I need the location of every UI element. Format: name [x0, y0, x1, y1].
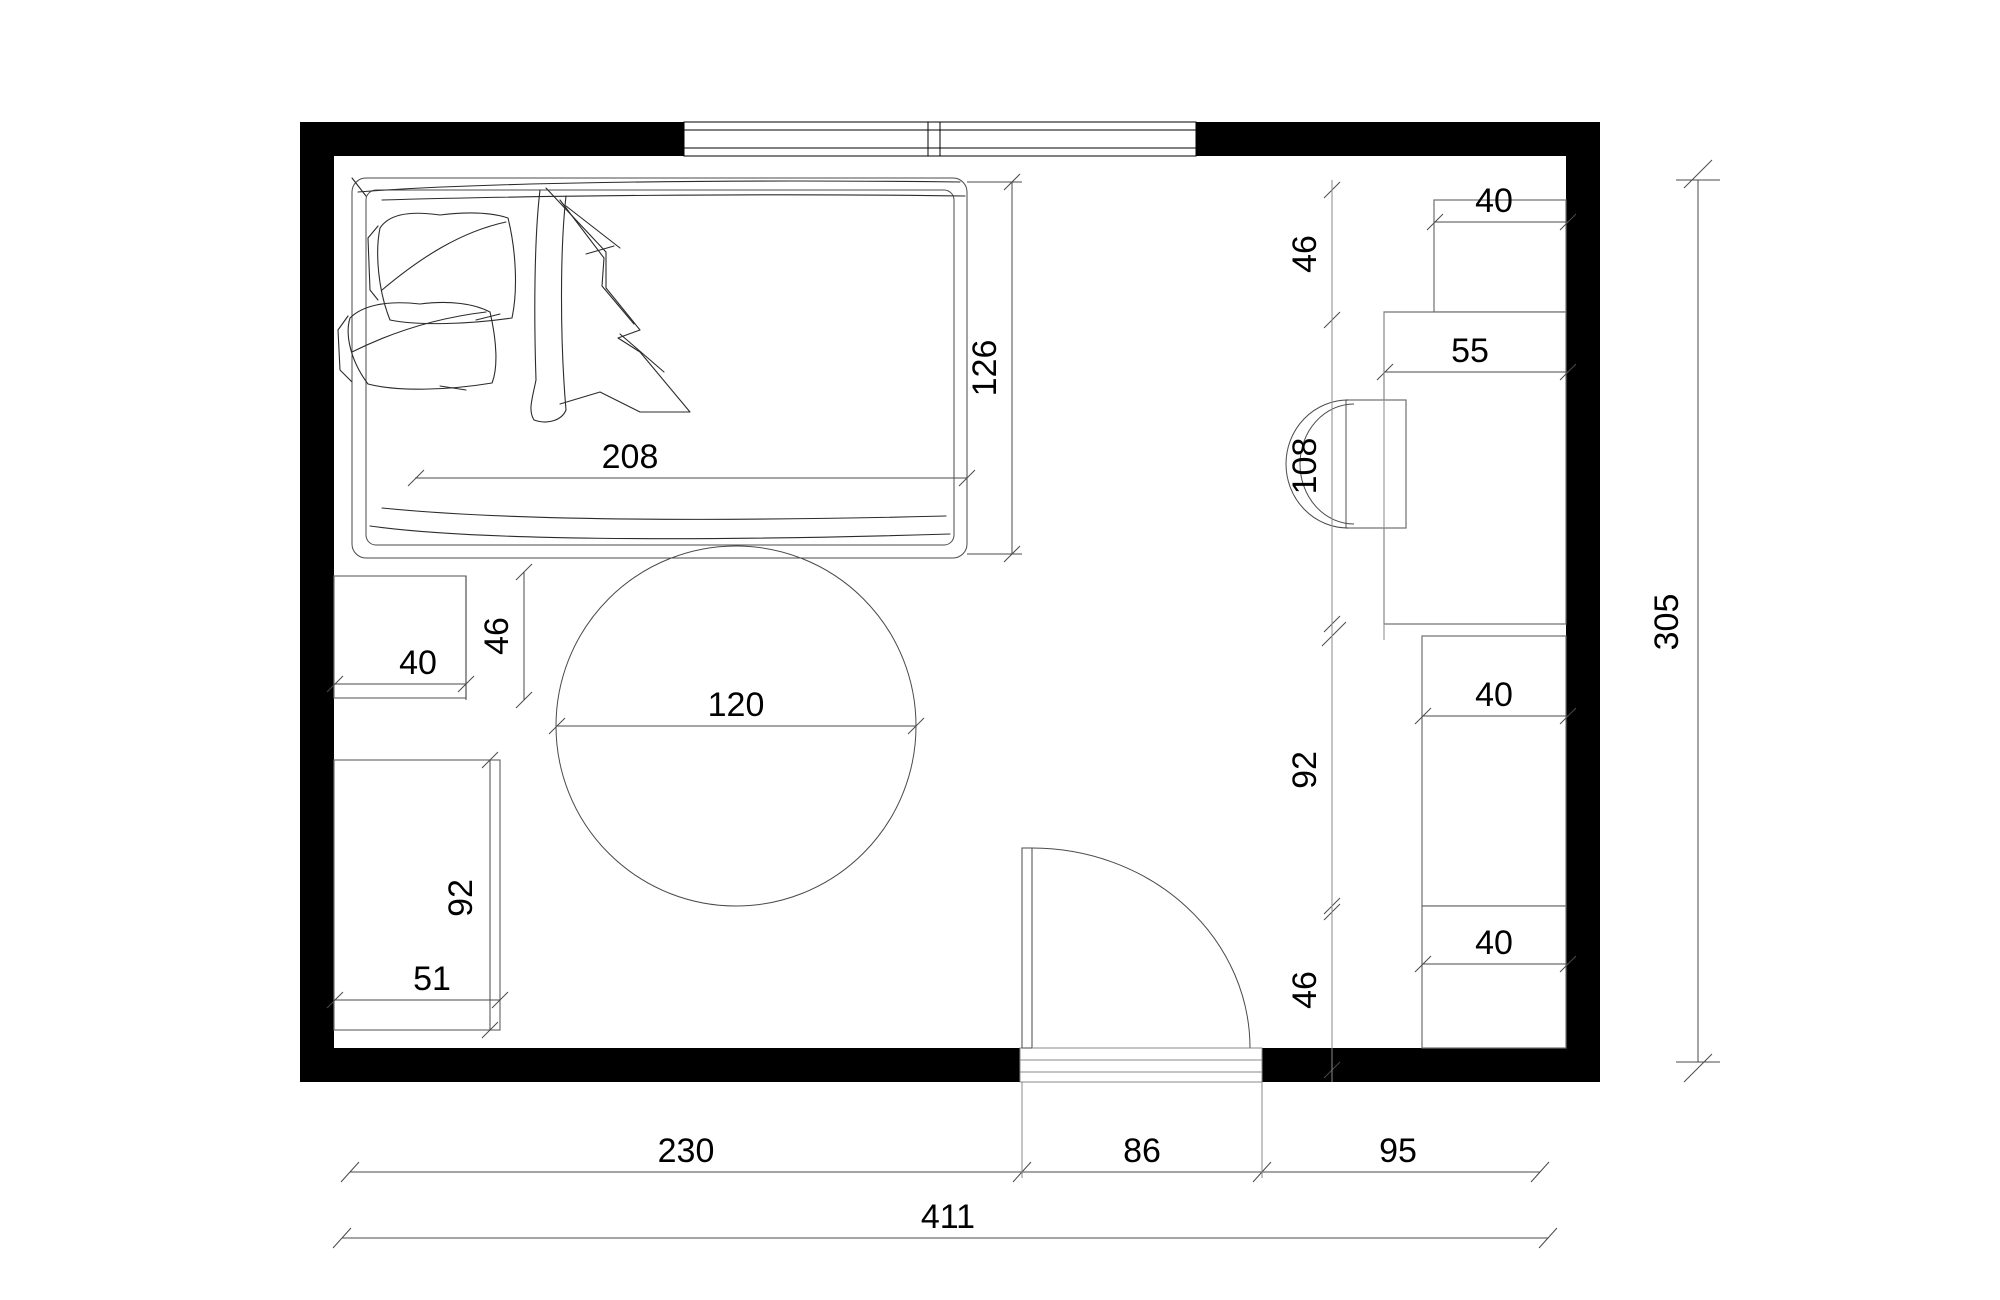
bed-duvet-sketch-2 — [381, 194, 966, 201]
wall-bottom-left — [300, 1048, 1020, 1082]
desk — [1383, 311, 1567, 625]
chair-back-arc — [1285, 399, 1349, 529]
pillow-lower-hem-2 — [439, 385, 467, 391]
dimension-desk-55: 55 — [1376, 332, 1577, 381]
pillow-upper-tail — [367, 225, 379, 301]
wall-top-right — [1196, 122, 1600, 156]
dimension-bed-depth: 126 — [966, 173, 1022, 563]
pillow-lower — [347, 301, 497, 390]
right-top-cabinet — [1433, 199, 1567, 313]
right-furniture-group — [1285, 199, 1567, 1049]
dim-label-230: 230 — [658, 1132, 715, 1170]
pillow-upper — [377, 212, 517, 325]
blanket-tick-2 — [585, 245, 615, 255]
dimension-left-51: 51 — [326, 960, 509, 1009]
left-lower-cabinet — [333, 759, 501, 1031]
dimension-right-40-top: 40 — [1426, 182, 1577, 231]
dim-label-95: 95 — [1379, 1132, 1417, 1170]
dim-label-86: 86 — [1123, 1132, 1161, 1170]
blanket-bottom-edge — [369, 525, 951, 540]
dim-label-108: 108 — [1286, 438, 1324, 495]
blanket-fold-left — [530, 189, 567, 423]
chair-seat — [1345, 399, 1407, 529]
dim-label-46-right-top: 46 — [1286, 235, 1324, 273]
walls-group — [300, 122, 1600, 1082]
bed — [337, 177, 968, 559]
dimension-right-40-mid: 40 — [1414, 676, 1577, 725]
wall-left — [300, 122, 334, 1082]
dim-label-51: 51 — [413, 960, 451, 998]
wall-top-left — [300, 122, 684, 156]
left-upper-cabinet — [333, 575, 467, 699]
witness-lines-group — [1331, 180, 1385, 1082]
door — [1019, 847, 1263, 1083]
dim-label-40-right-mid: 40 — [1475, 676, 1513, 714]
pillow-upper-edge — [351, 177, 367, 197]
window — [683, 121, 1197, 157]
dim-label-120: 120 — [708, 686, 765, 724]
blanket-fold-right — [545, 187, 691, 413]
pillow-lower-hem — [475, 313, 501, 321]
door-leaf — [1021, 847, 1033, 1049]
chair-back-arc-inner — [1299, 403, 1355, 525]
wall-bottom-right — [1262, 1048, 1600, 1082]
dim-label-46-left: 46 — [478, 617, 516, 655]
blanket-tick-1 — [565, 205, 621, 249]
dimension-bottom-chain: 230 86 95 — [340, 1082, 1550, 1183]
bed-mattress — [365, 189, 955, 546]
dimension-right-40-bottom: 40 — [1414, 924, 1577, 973]
dim-label-92-left: 92 — [442, 879, 480, 917]
left-furniture-group — [333, 575, 501, 1031]
dim-label-40-right-top: 40 — [1475, 182, 1513, 220]
dim-label-40-left: 40 — [399, 644, 437, 682]
dim-label-411: 411 — [921, 1198, 975, 1236]
dimension-left-92: 92 — [442, 751, 499, 1039]
dim-label-46-right-bottom: 46 — [1286, 971, 1324, 1009]
door-swing-arc — [1031, 847, 1251, 1049]
blanket-tick-3 — [619, 333, 665, 373]
dimension-bed-length: 208 — [407, 438, 976, 487]
dim-label-305: 305 — [1648, 594, 1686, 651]
dim-label-40-right-bottom: 40 — [1475, 924, 1513, 962]
dim-label-208: 208 — [602, 438, 659, 476]
dimension-left-46: 46 — [478, 563, 533, 709]
bed-duvet-sketch — [357, 180, 961, 193]
dim-label-55: 55 — [1451, 332, 1489, 370]
right-bottom-cabinet — [1421, 905, 1567, 1049]
blanket-fold-inner — [559, 199, 635, 325]
dimension-rug-diameter: 120 — [548, 686, 925, 735]
right-mid-cabinet — [1421, 635, 1567, 907]
dim-label-126: 126 — [966, 340, 1004, 397]
dimension-left-upper-40: 40 — [326, 576, 475, 700]
wall-right — [1566, 122, 1600, 1082]
dim-label-92-right: 92 — [1286, 751, 1324, 789]
dimension-right-92: 92 — [1286, 615, 1347, 915]
dimension-overall-305: 305 — [1648, 159, 1720, 1083]
bed-frame — [351, 177, 968, 559]
pillow-upper-crease — [381, 221, 507, 291]
dimension-overall-411: 411 — [332, 1198, 1558, 1249]
pillow-lower-crease — [351, 311, 487, 353]
pillow-lower-tail — [337, 315, 353, 383]
dimension-chair-108: 108 — [1286, 438, 1324, 495]
blanket-bottom-edge-2 — [381, 507, 947, 520]
